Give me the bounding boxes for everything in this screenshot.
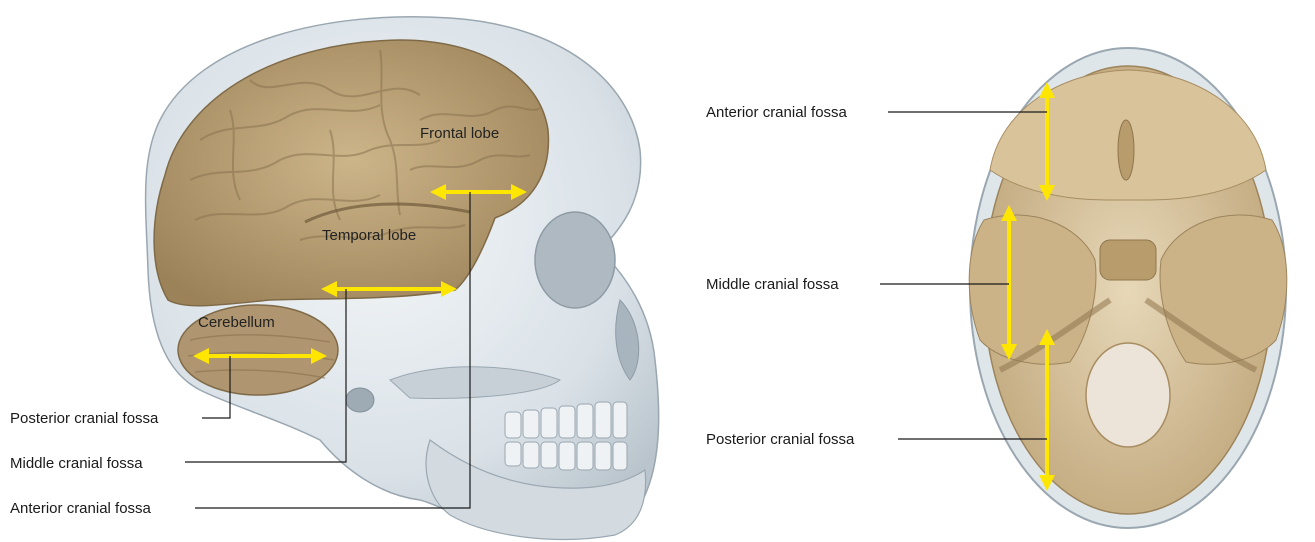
base-middle-cranial-fossa-label: Middle cranial fossa [706,276,839,293]
posterior-cranial-fossa-label: Posterior cranial fossa [10,410,159,427]
sella-turcica [1100,240,1156,280]
foramen-magnum [1086,343,1170,447]
orbit [535,212,615,308]
base-posterior-cranial-fossa-label: Posterior cranial fossa [706,431,855,448]
teeth [505,402,627,470]
cranial-base-view: Anterior cranial fossa Middle cranial fo… [706,48,1287,528]
middle-cranial-fossa-label: Middle cranial fossa [10,455,143,472]
temporal-lobe-label: Temporal lobe [322,227,416,244]
anterior-cranial-fossa-label: Anterior cranial fossa [10,500,152,517]
lateral-skull-view: Frontal lobe Temporal lobe Cerebellum Po… [10,17,659,540]
middle-fossa-right [1160,215,1287,364]
base-anterior-cranial-fossa-label: Anterior cranial fossa [706,104,848,121]
frontal-lobe-label: Frontal lobe [420,125,499,142]
middle-fossa-left [969,215,1096,364]
external-acoustic-meatus [346,388,374,412]
crista-galli [1118,120,1134,180]
cerebellum-label: Cerebellum [198,314,275,331]
